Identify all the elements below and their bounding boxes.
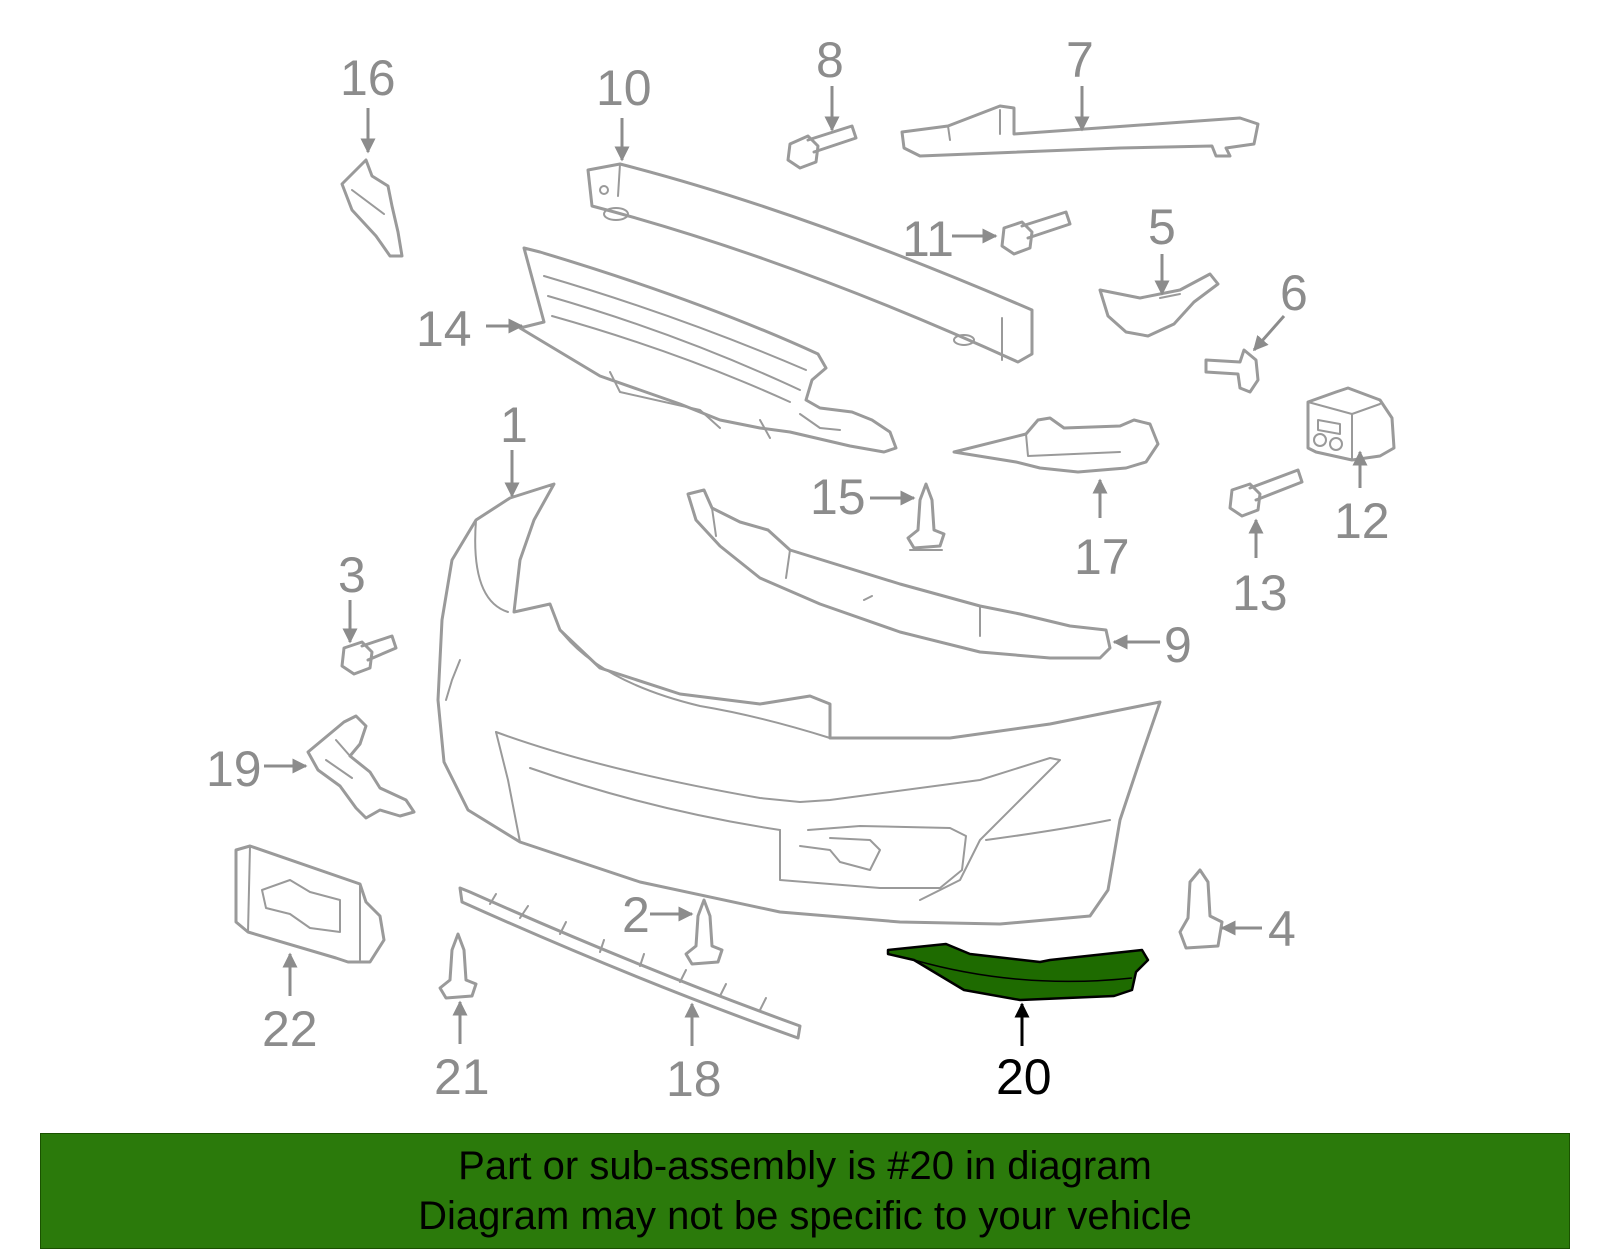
part-21-clip: [438, 932, 478, 1000]
part-9-absorber: [686, 488, 1112, 660]
part-7-upper-bracket: [900, 104, 1260, 158]
callout-13: 13: [1232, 565, 1288, 621]
callout-22: 22: [262, 1001, 318, 1057]
callout-7: 7: [1066, 32, 1094, 88]
callout-20: 20: [996, 1049, 1052, 1105]
banner-line-1: Part or sub-assembly is #20 in diagram: [458, 1144, 1152, 1188]
callout-15: 15: [810, 469, 866, 525]
callout-14: 14: [416, 301, 472, 357]
callout-labels: 16 10 8 7 11 5 6 14 1 15 17 12 13 9 3 19…: [206, 32, 1390, 1107]
part-4-screw: [1178, 868, 1224, 950]
part-19-bracket: [306, 714, 416, 820]
part-10-reinforcement-beam: [586, 162, 1034, 364]
part-17-side-bracket: [952, 416, 1160, 474]
part-22-bracket: [234, 844, 386, 964]
part-8-bolt: [786, 124, 858, 170]
callout-3: 3: [338, 547, 366, 603]
part-16-bracket: [340, 158, 404, 258]
info-banner: Part or sub-assembly is #20 in diagram D…: [40, 1133, 1570, 1249]
callout-8: 8: [816, 32, 844, 88]
part-3-bolt: [340, 634, 398, 676]
callout-11: 11: [902, 211, 954, 267]
callout-21: 21: [434, 1049, 490, 1105]
callout-6: 6: [1280, 265, 1308, 321]
part-1-bumper-cover: [436, 482, 1162, 926]
callout-19: 19: [206, 741, 262, 797]
callout-9: 9: [1164, 617, 1192, 673]
callout-arrows: [264, 86, 1368, 1046]
part-5-bracket: [1098, 272, 1220, 338]
callout-2: 2: [622, 887, 650, 943]
part-14-lower-grille: [518, 246, 898, 454]
part-11-bolt: [1000, 210, 1072, 256]
part-13-bolt: [1228, 468, 1304, 518]
part-12-connector: [1306, 386, 1396, 462]
part-15-clip: [906, 482, 946, 551]
callout-18: 18: [666, 1051, 722, 1107]
callout-4: 4: [1268, 901, 1296, 957]
callout-17: 17: [1074, 529, 1130, 585]
part-20-lower-spoiler-highlighted: [886, 942, 1150, 1002]
callout-10: 10: [596, 60, 652, 116]
callout-1: 1: [500, 397, 528, 453]
banner-line-2: Diagram may not be specific to your vehi…: [418, 1194, 1192, 1238]
part-6-screw: [1204, 348, 1260, 394]
callout-16: 16: [340, 50, 396, 106]
part-2-clip: [684, 898, 724, 966]
callout-12: 12: [1334, 493, 1390, 549]
callout-5: 5: [1148, 199, 1176, 255]
part-18-molding: [458, 886, 802, 1040]
